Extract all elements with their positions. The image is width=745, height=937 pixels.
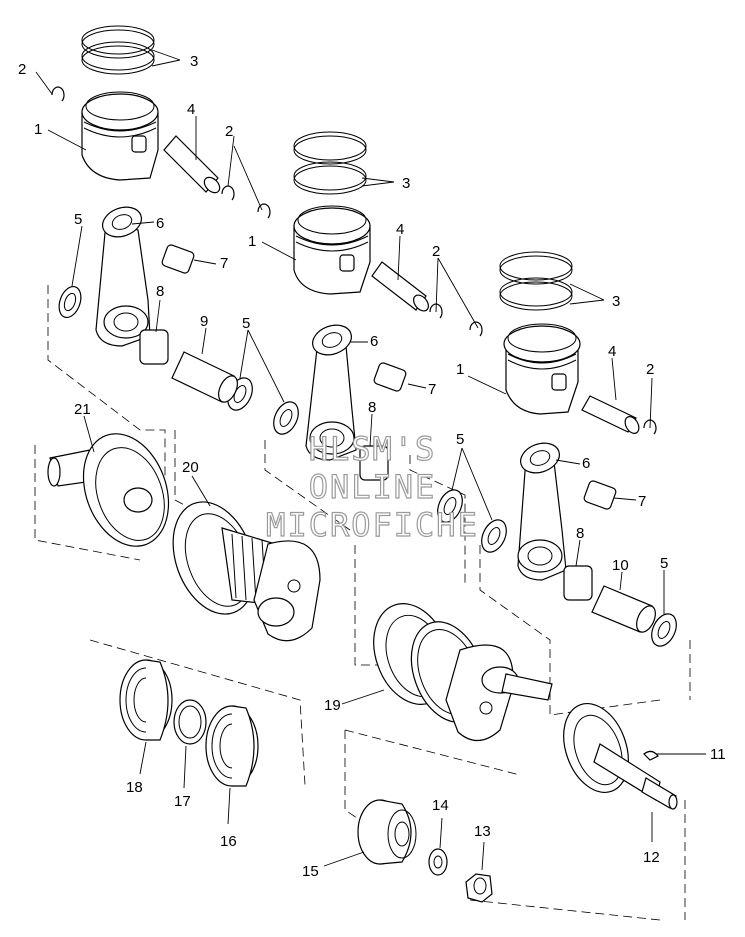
callout-2d: 2 — [646, 361, 654, 378]
assembly-lines — [34, 285, 691, 921]
callout-4a: 4 — [187, 101, 195, 118]
callout-1b: 1 — [248, 233, 256, 250]
callout-4b: 4 — [396, 221, 404, 238]
piston-ring-set-2 — [293, 131, 367, 195]
callout-16: 16 — [220, 833, 237, 850]
callout-2b: 2 — [225, 123, 233, 140]
crank-pin-10 — [591, 585, 656, 633]
thrust-washers — [58, 285, 677, 647]
piston-pin-1 — [163, 135, 221, 194]
callout-5a: 5 — [74, 211, 82, 228]
callout-3a: 3 — [190, 53, 198, 70]
connecting-rod-1 — [95, 206, 151, 347]
callout-3c: 3 — [612, 293, 620, 310]
callout-6a: 6 — [156, 215, 164, 232]
bearing-18 — [119, 659, 173, 741]
connecting-rod-2 — [305, 324, 357, 461]
callout-7a: 7 — [220, 255, 228, 272]
callout-4c: 4 — [608, 343, 616, 360]
crankshaft-end-12 — [563, 702, 678, 810]
callout-6c: 6 — [582, 455, 590, 472]
callout-2a: 2 — [18, 61, 26, 78]
piston-pin-3 — [581, 395, 640, 434]
callout-6b: 6 — [370, 333, 378, 350]
callout-labels: 3 2 1 4 2 3 1 4 2 3 1 4 2 5 6 7 8 9 5 6 … — [18, 53, 726, 880]
callout-19: 19 — [324, 697, 341, 714]
nut-13 — [465, 873, 493, 903]
callout-5c: 5 — [456, 431, 464, 448]
callout-7c: 7 — [638, 493, 646, 510]
callout-10: 10 — [612, 557, 629, 574]
callout-5d: 5 — [660, 555, 668, 572]
callout-3b: 3 — [402, 175, 410, 192]
piston-3 — [503, 323, 581, 415]
leader-lines — [35, 49, 706, 871]
watermark-line-3: MICROFICHE — [266, 506, 479, 544]
circlip-1a — [51, 86, 65, 102]
piston-ring-set-3 — [499, 251, 573, 311]
callout-18: 18 — [126, 779, 143, 796]
callout-1a: 1 — [34, 121, 42, 138]
piston-ring-set-1 — [81, 25, 155, 75]
crankshaft-section-19 — [373, 603, 553, 742]
callout-21: 21 — [74, 401, 91, 418]
callout-8b: 8 — [368, 399, 376, 416]
callout-2c: 2 — [432, 243, 440, 260]
woodruff-key-11 — [643, 750, 659, 761]
bearing-15 — [357, 799, 417, 865]
watermark-line-2: ONLINE — [308, 468, 437, 506]
connecting-rod-3 — [517, 442, 567, 581]
callout-1c: 1 — [456, 361, 464, 378]
big-end-bearings — [139, 329, 593, 601]
piston-pin-2 — [371, 261, 429, 312]
circlip-2a — [257, 203, 271, 219]
callout-8a: 8 — [156, 283, 164, 300]
callout-12: 12 — [643, 849, 660, 866]
callout-15: 15 — [302, 863, 319, 880]
callout-13: 13 — [474, 823, 491, 840]
callout-17: 17 — [174, 793, 191, 810]
callout-5b: 5 — [242, 315, 250, 332]
callout-14: 14 — [432, 797, 449, 814]
crankshaft-section-20 — [172, 501, 321, 642]
watermark-line-1: HLSM'S — [308, 430, 437, 468]
callout-8c: 8 — [576, 525, 584, 542]
crank-pin-9 — [171, 351, 238, 403]
small-end-bearings — [161, 244, 617, 510]
washer-14 — [428, 848, 448, 876]
crankshaft-end-21 — [47, 433, 170, 547]
circlip-3a — [469, 321, 483, 337]
callout-20: 20 — [182, 459, 199, 476]
seal-17 — [173, 699, 207, 745]
callout-7b: 7 — [428, 381, 436, 398]
bearing-16 — [205, 705, 259, 787]
piston-1 — [81, 91, 159, 181]
circlip-1b — [221, 185, 235, 201]
callout-11: 11 — [710, 746, 726, 763]
piston-2 — [293, 205, 371, 295]
callout-9: 9 — [200, 313, 208, 330]
